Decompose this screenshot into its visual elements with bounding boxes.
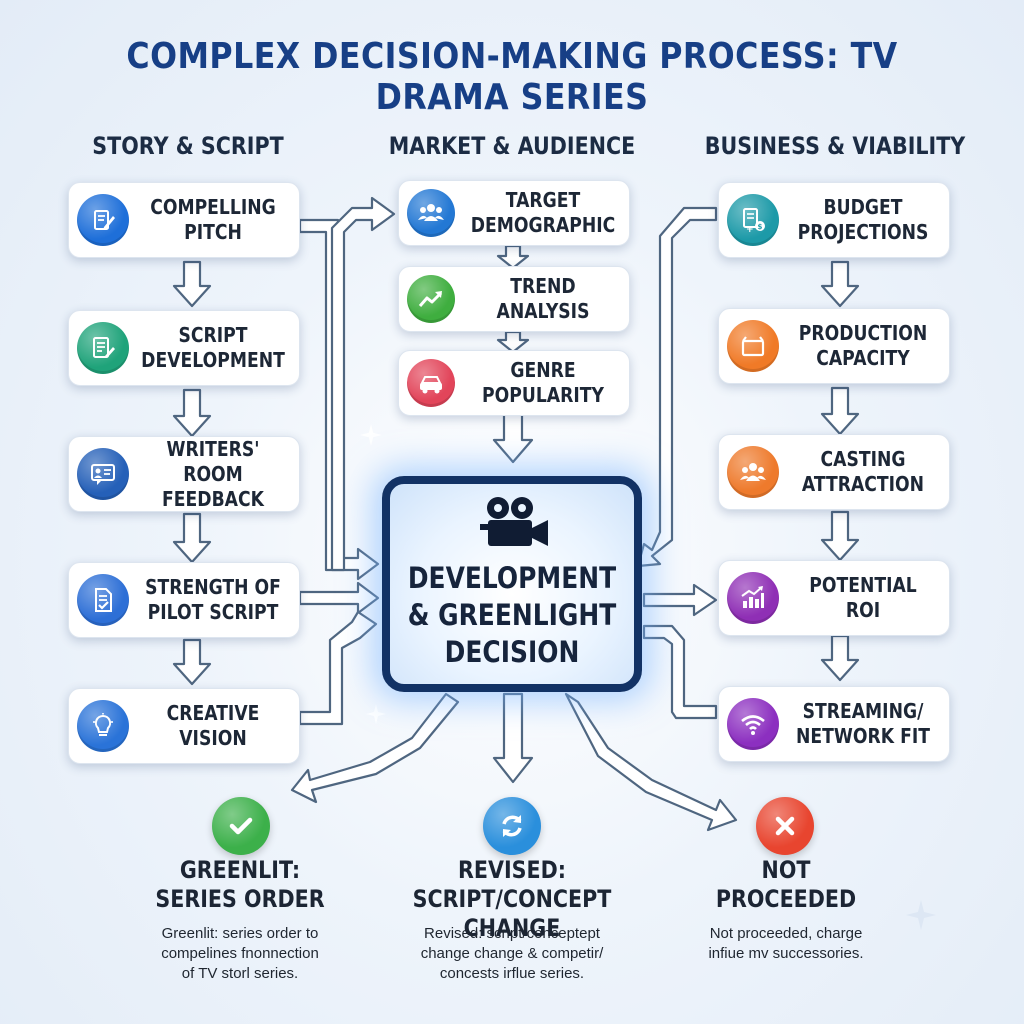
node-label: CREATIVE VISION — [166, 701, 260, 750]
sparkle-decoration — [366, 704, 386, 724]
outcome-not-proceeded-title: NOT PROCEEDED — [715, 856, 857, 913]
node-compelling-pitch[interactable]: COMPELLING PITCH — [68, 182, 300, 258]
sparkle-decoration — [360, 424, 382, 446]
node-writers-room-feedback[interactable]: WRITERS' ROOM FEEDBACK — [68, 436, 300, 512]
wifi-signal-icon — [727, 698, 779, 750]
node-label: SCRIPT DEVELOPMENT — [141, 323, 285, 372]
close-icon — [756, 797, 814, 855]
cast-group-icon — [727, 446, 779, 498]
node-budget-projections[interactable]: + −$ BUDGET PROJECTIONS — [718, 182, 950, 258]
growth-chart-icon — [727, 572, 779, 624]
svg-text:$: $ — [758, 223, 763, 231]
node-label: WRITERS' ROOM FEEDBACK — [162, 436, 264, 511]
outcome-revised-description: Revised: script/conceptept change change… — [420, 925, 604, 982]
lightbulb-icon — [77, 700, 129, 752]
node-potential-roi[interactable]: POTENTIAL ROI — [718, 560, 950, 636]
node-label: GENRE POPULARITY — [482, 358, 604, 407]
column-heading-business-viability: BUSINESS & VIABILITY — [704, 132, 966, 160]
node-label: COMPELLING PITCH — [150, 195, 276, 244]
node-casting-attraction[interactable]: CASTING ATTRACTION — [718, 434, 950, 510]
svg-text:+ −: + − — [746, 225, 764, 234]
node-label: STREAMING/ NETWORK FIT — [796, 699, 930, 748]
sparkle-decoration — [906, 900, 936, 930]
decision-label: DEVELOPMENT & GREENLIGHT DECISION — [407, 561, 617, 669]
outcome-not-proceeded-description: Not proceeded, charge infiue mv successo… — [708, 925, 864, 962]
node-label: TREND ANALYSIS — [496, 274, 590, 323]
node-streaming-network-fit[interactable]: STREAMING/ NETWORK FIT — [718, 686, 950, 762]
people-group-icon — [407, 189, 455, 237]
node-production-capacity[interactable]: PRODUCTION CAPACITY — [718, 308, 950, 384]
node-target-demographic[interactable]: TARGET DEMOGRAPHIC — [398, 180, 630, 246]
node-label: TARGET DEMOGRAPHIC — [470, 188, 616, 237]
budget-calculator-icon: + −$ — [727, 194, 779, 246]
checkmark-icon — [212, 797, 270, 855]
node-genre-popularity[interactable]: GENRE POPULARITY — [398, 350, 630, 416]
node-label: STRENGTH OF PILOT SCRIPT — [145, 575, 281, 624]
checked-document-icon — [77, 574, 129, 626]
page-title: COMPLEX DECISION-MAKING PROCESS: TV DRAM… — [126, 36, 898, 118]
column-heading-market-audience: MARKET & AUDIENCE — [388, 132, 636, 160]
outcome-greenlit-title: GREENLIT: SERIES ORDER — [155, 856, 325, 913]
trend-arrow-icon — [407, 275, 455, 323]
node-label: POTENTIAL ROI — [809, 573, 917, 622]
node-label: PRODUCTION CAPACITY — [798, 321, 928, 370]
decision-node[interactable]: DEVELOPMENT & GREENLIGHT DECISION — [382, 476, 642, 692]
column-heading-story-script: STORY & SCRIPT — [92, 132, 284, 160]
clapper-board-icon — [727, 320, 779, 372]
refresh-icon — [483, 797, 541, 855]
car-icon — [407, 359, 455, 407]
feedback-board-icon — [77, 448, 129, 500]
outcome-revised-title: REVISED: SCRIPT/CONCEPT CHANGE — [412, 856, 612, 942]
node-trend-analysis[interactable]: TREND ANALYSIS — [398, 266, 630, 332]
node-creative-vision[interactable]: CREATIVE VISION — [68, 688, 300, 764]
movie-camera-icon — [476, 494, 552, 554]
script-edit-icon — [77, 322, 129, 374]
node-script-development[interactable]: SCRIPT DEVELOPMENT — [68, 310, 300, 386]
pencil-document-icon — [77, 194, 129, 246]
outcome-greenlit-description: Greenlit: series order to compelines fno… — [161, 925, 319, 982]
node-label: BUDGET PROJECTIONS — [797, 195, 929, 244]
node-strength-of-pilot-script[interactable]: STRENGTH OF PILOT SCRIPT — [68, 562, 300, 638]
node-label: CASTING ATTRACTION — [801, 447, 925, 496]
